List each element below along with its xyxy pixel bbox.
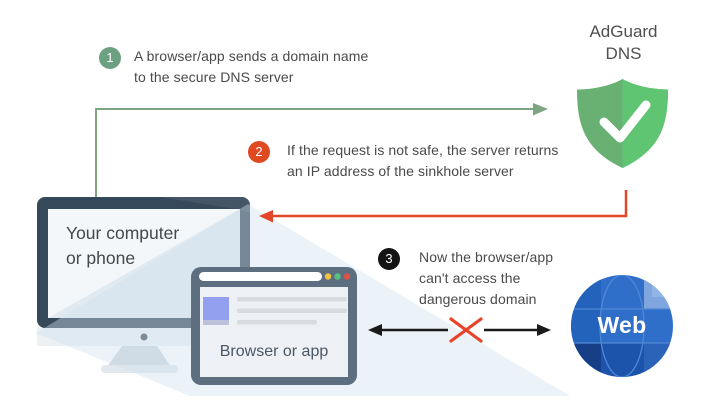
red-response-arrow-icon — [259, 190, 628, 223]
blocked-x-icon — [449, 317, 483, 343]
computer-monitor-icon — [37, 197, 250, 373]
monitor-button-icon — [140, 333, 148, 341]
green-dot-icon — [334, 273, 341, 280]
browser-window-icon — [191, 267, 357, 385]
adguard-shield-icon — [577, 79, 668, 168]
page-thumbnail — [203, 297, 229, 320]
green-request-arrow-icon — [95, 103, 548, 198]
address-bar — [199, 272, 322, 281]
blocked-connection-arrow-icon — [368, 317, 551, 343]
step-2-badge: 2 — [248, 141, 270, 163]
step-1-badge: 1 — [99, 47, 121, 69]
web-label: Web — [597, 312, 647, 338]
step-1-text: A browser/app sends a domain name to the… — [134, 48, 369, 85]
checkmark-icon — [599, 100, 651, 143]
adguard-dns-title: AdGuard DNS — [589, 22, 658, 63]
red-dot-icon — [343, 273, 351, 280]
step-2-text: If the request is not safe, the server r… — [287, 142, 559, 179]
step-3-badge: 3 — [378, 248, 400, 270]
computer-label: Your computer or phone — [66, 223, 180, 268]
web-globe-icon — [571, 275, 673, 377]
browser-label: Browser or app — [219, 343, 329, 360]
yellow-dot-icon — [324, 273, 332, 280]
step-3-text: Now the browser/app can't access the dan… — [419, 249, 554, 307]
